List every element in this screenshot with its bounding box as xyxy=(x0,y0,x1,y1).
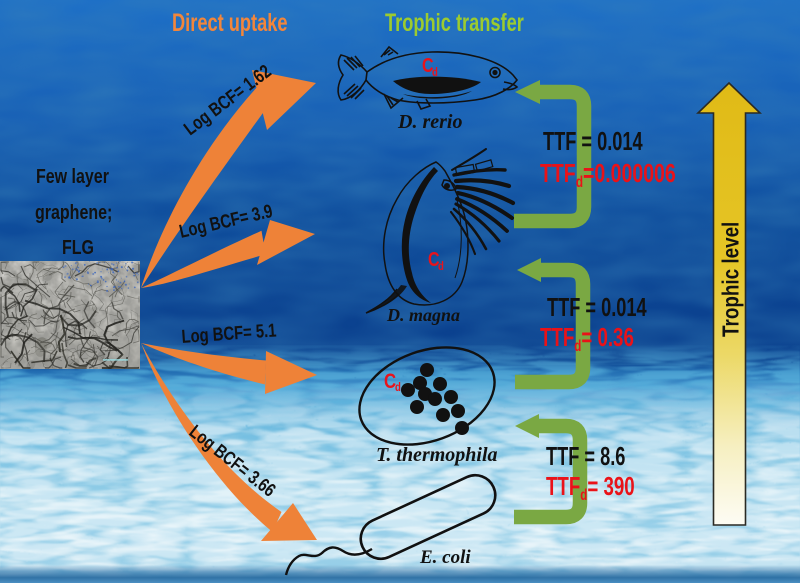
svg-text:d: d xyxy=(432,66,438,79)
svg-text:d: d xyxy=(438,260,444,273)
svg-text:TTFd= 0.36: TTFd= 0.36 xyxy=(540,322,634,355)
svg-text:TTFd=0.000006: TTFd=0.000006 xyxy=(540,158,676,190)
svg-text:D. rerio: D. rerio xyxy=(397,111,462,133)
svg-text:T. thermophila: T. thermophila xyxy=(376,444,498,466)
svg-text:graphene;: graphene; xyxy=(35,201,112,223)
svg-text:D. magna: D. magna xyxy=(386,305,460,325)
svg-text:Direct uptake: Direct uptake xyxy=(172,8,288,37)
svg-text:C: C xyxy=(428,248,440,270)
svg-text:TTF = 0.014: TTF = 0.014 xyxy=(547,293,647,322)
svg-text:d: d xyxy=(395,381,401,394)
svg-text:TTF = 0.014: TTF = 0.014 xyxy=(543,127,643,156)
svg-text:C: C xyxy=(384,370,396,393)
svg-text:C: C xyxy=(422,54,434,76)
svg-text:Trophic transfer: Trophic transfer xyxy=(385,8,524,37)
svg-text:FLG: FLG xyxy=(62,236,94,258)
svg-text:Few layer: Few layer xyxy=(36,165,109,187)
svg-text:Trophic level: Trophic level xyxy=(719,222,744,337)
svg-text:E. coli: E. coli xyxy=(419,547,471,568)
svg-text:TTF = 8.6: TTF = 8.6 xyxy=(546,442,625,471)
svg-text:TTFd= 390: TTFd= 390 xyxy=(546,471,635,504)
